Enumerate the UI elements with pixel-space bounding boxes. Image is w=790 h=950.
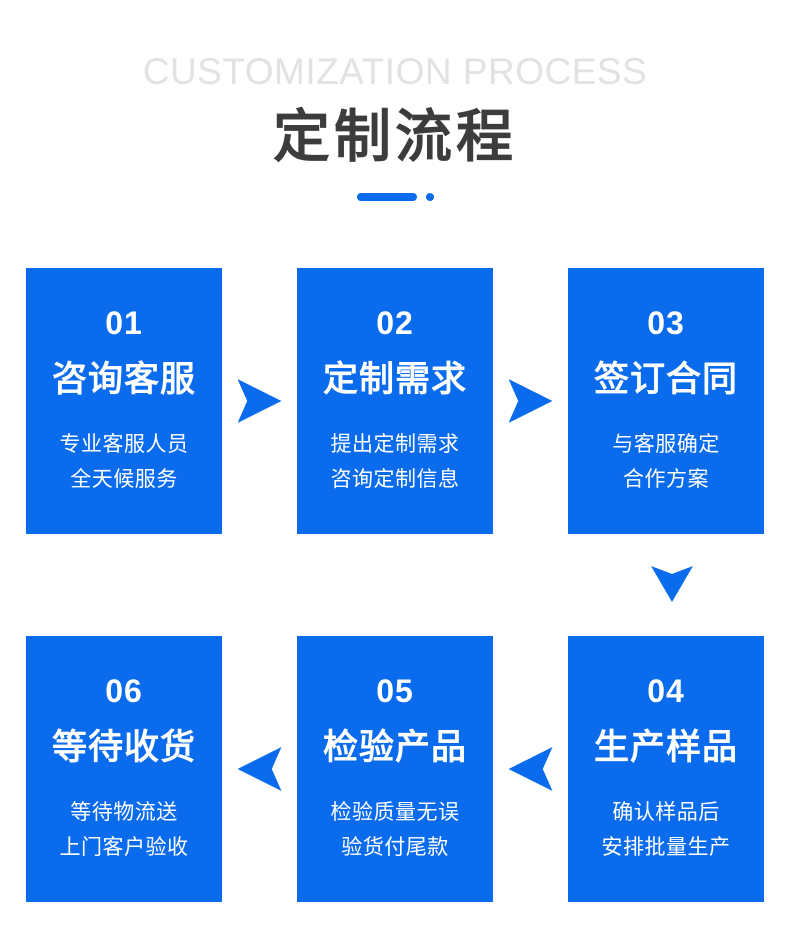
flow-step-card-01[interactable]: 01 咨询客服 专业客服人员 全天候服务 <box>26 268 222 534</box>
flow-step-card-02[interactable]: 02 定制需求 提出定制需求 咨询定制信息 <box>297 268 493 534</box>
flow-step-card-03[interactable]: 03 签订合同 与客服确定 合作方案 <box>568 268 764 534</box>
step-description: 检验质量无误 验货付尾款 <box>297 796 493 865</box>
flow-step-card-06[interactable]: 06 等待收货 等待物流送 上门客户验收 <box>26 636 222 902</box>
step-title: 咨询客服 <box>51 360 196 400</box>
header-eyebrow: CUSTOMIZATION PROCESS <box>142 51 648 92</box>
step-description-line: 确认样品后 <box>612 801 720 825</box>
step-description-line: 与客服确定 <box>612 433 720 457</box>
step-number: 02 <box>376 305 414 341</box>
page-header: CUSTOMIZATION PROCESS 定制流程 <box>0 0 790 201</box>
connector-03-to-04 <box>636 548 708 620</box>
flow-row-bottom: 06 等待收货 等待物流送 上门客户验收 05 检验产品 检验质量无误 验货付尾… <box>26 636 764 902</box>
connector-05-to-06 <box>222 636 297 902</box>
step-description-line: 全天候服务 <box>70 468 178 492</box>
step-description: 确认样品后 安排批量生产 <box>568 796 764 865</box>
step-description: 等待物流送 上门客户验收 <box>26 796 222 865</box>
flow-row-top: 01 咨询客服 专业客服人员 全天候服务 02 定制需求 提出定制需求 咨询定制… <box>26 268 764 534</box>
step-number: 04 <box>647 673 685 709</box>
connector-04-to-05 <box>493 636 568 902</box>
flow-step-card-04[interactable]: 04 生产样品 确认样品后 安排批量生产 <box>568 636 764 902</box>
step-title: 生产样品 <box>593 728 738 768</box>
step-number: 01 <box>105 305 143 341</box>
step-number: 03 <box>647 305 685 341</box>
step-description: 提出定制需求 咨询定制信息 <box>297 428 493 497</box>
divider-bar-icon <box>356 192 417 201</box>
arrow-right-icon <box>508 379 553 423</box>
arrow-right-icon <box>237 379 282 423</box>
step-description-line: 上门客户验收 <box>59 836 189 860</box>
step-title: 检验产品 <box>322 728 467 768</box>
step-title: 定制需求 <box>322 360 467 400</box>
arrow-left-icon <box>508 747 553 791</box>
step-description-line: 咨询定制信息 <box>330 468 460 492</box>
arrow-left-icon <box>237 747 282 791</box>
header-divider <box>0 192 790 201</box>
step-description-line: 合作方案 <box>623 468 709 492</box>
step-number: 06 <box>105 673 143 709</box>
step-description: 与客服确定 合作方案 <box>568 428 764 497</box>
page-title: 定制流程 <box>273 104 517 169</box>
flow-step-card-05[interactable]: 05 检验产品 检验质量无误 验货付尾款 <box>297 636 493 902</box>
step-description-line: 验货付尾款 <box>341 836 449 860</box>
step-number: 05 <box>376 673 414 709</box>
step-description-line: 安排批量生产 <box>601 836 731 860</box>
divider-dot-icon <box>425 192 434 201</box>
arrow-down-icon <box>651 566 693 602</box>
step-description-line: 检验质量无误 <box>330 801 460 825</box>
step-description: 专业客服人员 全天候服务 <box>26 428 222 497</box>
step-description-line: 专业客服人员 <box>59 433 189 457</box>
connector-02-to-03 <box>493 268 568 534</box>
connector-01-to-02 <box>222 268 297 534</box>
step-description-line: 等待物流送 <box>70 801 178 825</box>
step-description-line: 提出定制需求 <box>330 433 460 457</box>
step-title: 签订合同 <box>593 360 738 400</box>
step-title: 等待收货 <box>51 728 196 768</box>
